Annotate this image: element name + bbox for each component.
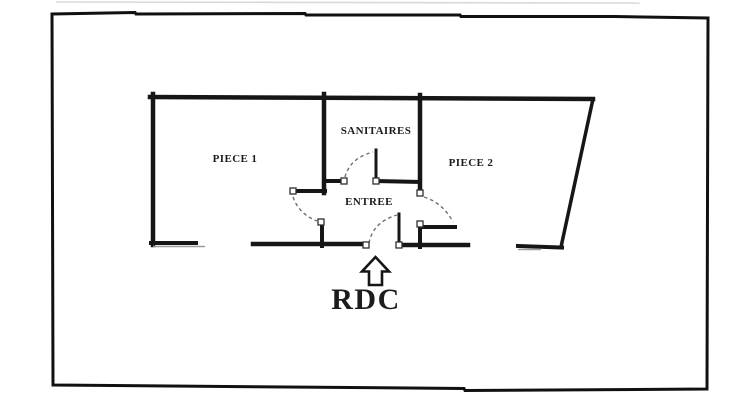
door-arc-sanitaires [344,151,374,178]
wall-top [147,94,596,102]
room-label-piece-2: PIECE 2 [448,157,494,169]
scan-artifact-line [55,1,641,4]
door-arc-entrance [368,214,398,244]
door-arc-piece1 [292,196,318,222]
door-leaves [290,148,401,248]
room-label-piece-1: PIECE 1 [212,153,258,165]
door-jamb-markers [289,177,424,249]
wall-bottom-right [515,243,565,250]
jamb-marker [395,241,403,249]
room-label-sanitaires: SANITAIRES [340,125,412,137]
up-arrow-icon [359,255,392,287]
jamb-marker [340,177,348,185]
jamb-marker [416,220,424,228]
jamb-marker [416,189,424,197]
jamb-marker [362,241,370,249]
room-label-entree: ENTREE [345,196,393,208]
walls [147,91,596,251]
jamb-marker [317,218,325,226]
wall-sanitaires-bottom-right [373,178,423,185]
floor-label-rdc: RDC [331,283,401,316]
door-arc-piece2 [423,196,454,223]
door-swing-arcs [292,151,454,244]
jamb-marker [372,177,380,185]
wall-right-slanted [558,96,596,250]
page-border [50,10,710,393]
jamb-marker [289,187,297,195]
